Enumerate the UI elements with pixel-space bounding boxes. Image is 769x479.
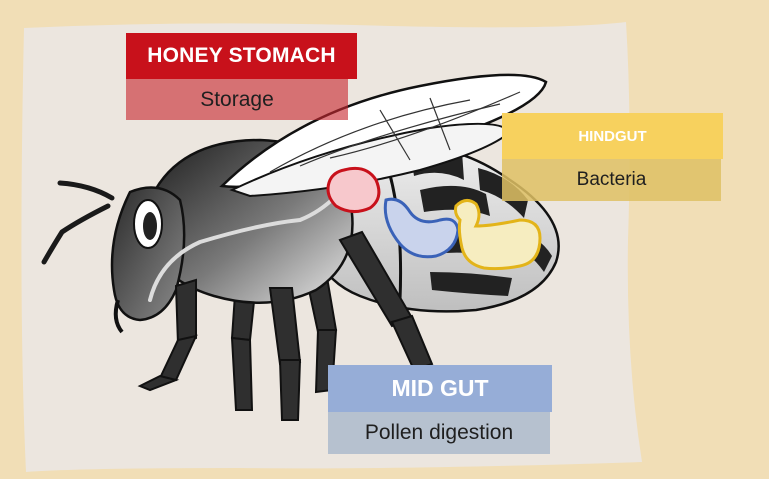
honey-stomach-subtitle: Storage bbox=[126, 79, 348, 120]
hindgut-subtitle: Bacteria bbox=[502, 159, 721, 201]
antenna bbox=[44, 183, 112, 262]
honey-stomach-organ bbox=[328, 168, 379, 211]
honey-stomach-title: HONEY STOMACH bbox=[126, 33, 357, 79]
mid-gut-subtitle: Pollen digestion bbox=[328, 412, 550, 454]
hindgut-title: HINDGUT bbox=[502, 113, 723, 159]
mid-gut-title: MID GUT bbox=[328, 365, 552, 412]
